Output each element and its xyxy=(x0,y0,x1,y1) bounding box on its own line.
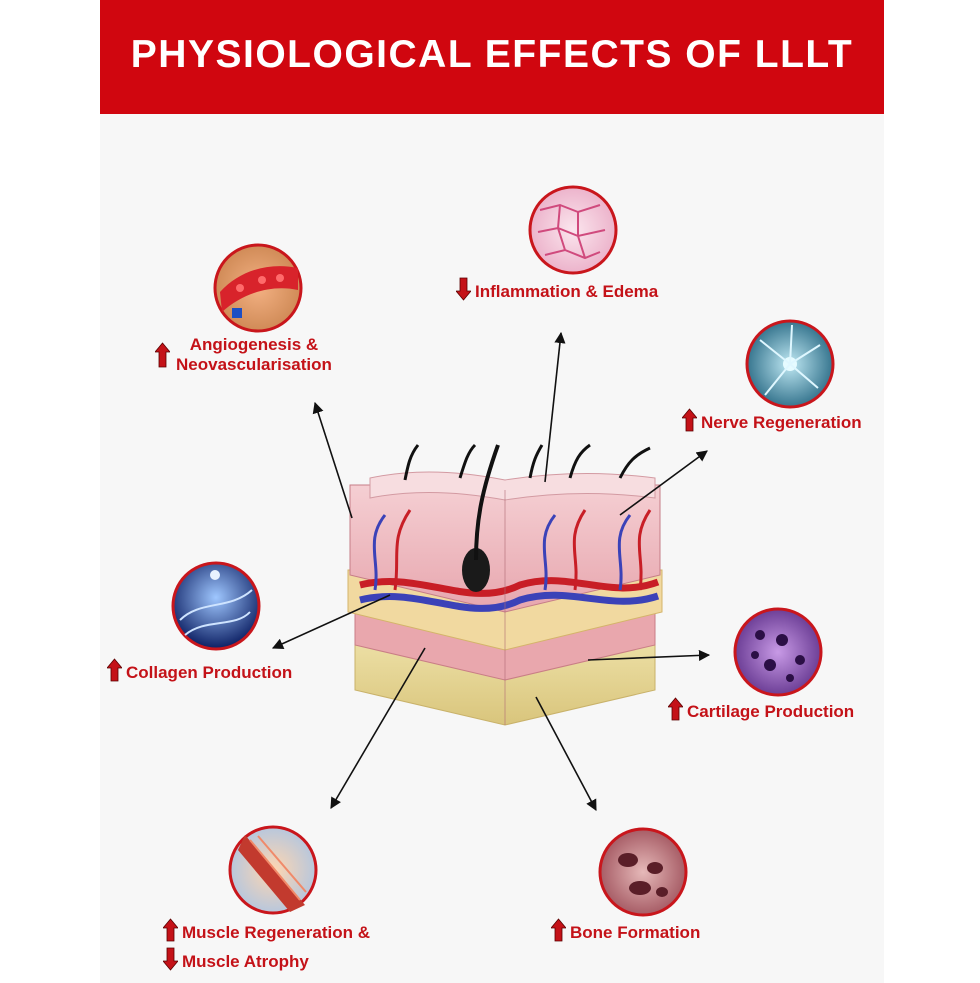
muscle-fiber-icon xyxy=(228,825,318,915)
inflammation-label: Inflammation & Edema xyxy=(456,277,658,302)
arrow-to-muscle xyxy=(330,647,426,809)
down-arrow-icon xyxy=(456,277,471,301)
up-arrow-icon xyxy=(682,408,697,432)
down-arrow-icon xyxy=(163,947,178,971)
arrow-to-bone xyxy=(535,696,597,811)
up-arrow-icon xyxy=(163,918,178,942)
blood-vessel-icon xyxy=(213,243,303,333)
arrow-to-angiogenesis xyxy=(312,401,353,519)
neuron-icon xyxy=(745,319,835,409)
arrow-to-nerve xyxy=(619,450,708,516)
cartilage-cells-icon xyxy=(733,607,823,697)
bone-tissue-icon xyxy=(598,827,688,917)
bone-label: Bone Formation xyxy=(551,918,700,943)
skin-cross-section-illustration xyxy=(347,443,663,726)
up-arrow-icon xyxy=(107,658,122,682)
up-arrow-icon xyxy=(551,918,566,942)
muscle-label: Muscle Regeneration & Muscle Atrophy xyxy=(163,918,370,976)
arrow-to-cartilage xyxy=(587,649,711,662)
nerve-label: Nerve Regeneration xyxy=(682,408,862,433)
page-title: PHYSIOLOGICAL EFFECTS OF LLLT xyxy=(130,33,854,76)
arrow-to-inflammation xyxy=(544,331,566,483)
plant-cells-icon xyxy=(528,185,618,275)
up-arrow-icon xyxy=(668,697,683,721)
title-banner: PHYSIOLOGICAL EFFECTS OF LLLT xyxy=(100,0,884,114)
arrow-to-collagen xyxy=(271,594,391,649)
angiogenesis-label: Angiogenesis & Neovascularisation xyxy=(155,335,332,375)
collagen-label: Collagen Production xyxy=(107,658,292,683)
collagen-fiber-icon xyxy=(171,561,261,651)
up-arrow-icon xyxy=(155,342,170,368)
cartilage-label: Cartilage Production xyxy=(668,697,854,722)
